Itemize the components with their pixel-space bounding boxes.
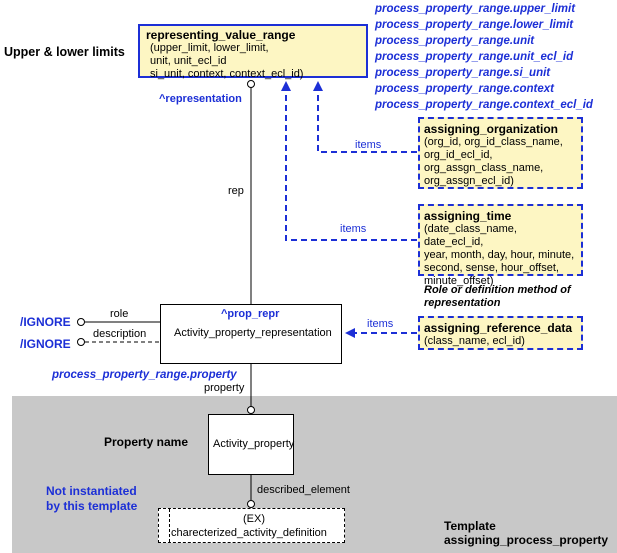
not-instantiated-line-2: by this template	[46, 499, 138, 513]
assigning-time-box[interactable]: assigning_time (date_class_name, date_ec…	[418, 204, 583, 287]
ignore-description-label: /IGNORE	[20, 337, 71, 351]
org-attr-1: (org_id, org_id_class_name,	[424, 136, 563, 148]
description-label: description	[93, 328, 147, 340]
prop-repr-ref: ^prop_repr	[221, 308, 280, 320]
path-context: process_property_range.context	[375, 83, 554, 95]
org-attr-3: org_assgn_class_name,	[424, 162, 544, 174]
path-lower-limit: process_property_range.lower_limit	[375, 19, 574, 31]
property-path-label: process_property_range.property	[52, 369, 237, 381]
cad-line-1: (EX)	[243, 513, 265, 525]
items-org-connector	[313, 81, 417, 153]
property-name-label: Property name	[104, 435, 189, 449]
time-attr-1: (date_class_name, date_ecl_id,	[424, 223, 517, 248]
rvr-attr-1: (upper_limit, lower_limit,	[150, 42, 269, 54]
described-element-circle	[247, 500, 255, 508]
ap-name: Activity_property	[213, 438, 295, 450]
characterized-activity-definition-box[interactable]: (EX) charecterized_activity_definition	[158, 508, 345, 543]
assigning-organization-box[interactable]: assigning_organization (org_id, org_id_c…	[418, 117, 583, 189]
org-title: assigning_organization	[424, 122, 559, 136]
activity-property-representation-box[interactable]: ^prop_repr Activity_property_representat…	[160, 304, 342, 364]
time-attr-4: minute_offset)	[424, 275, 494, 287]
items-label-time: items	[340, 223, 367, 235]
org-attr-2: org_id_ecl_id,	[424, 149, 493, 161]
role-label: role	[110, 308, 129, 320]
apr-name: Activity_property_representation	[174, 327, 332, 339]
rvr-attr-2: unit, unit_ecl_id	[150, 55, 227, 67]
time-title: assigning_time	[424, 209, 512, 223]
cad-line-2: charecterized_activity_definition	[171, 527, 327, 539]
path-si-unit: process_property_range.si_unit	[375, 67, 551, 79]
described-element-label: described_element	[257, 484, 350, 496]
time-attr-2: year, month, day, hour, minute,	[424, 249, 575, 261]
items-time-connector	[281, 81, 417, 241]
rep-label: rep	[228, 185, 244, 197]
description-end-circle	[77, 338, 85, 346]
role-end-circle	[77, 318, 85, 326]
template-label-line-2: assigning_process_property	[444, 533, 609, 547]
path-unit-ecl-id: process_property_range.unit_ecl_id	[375, 51, 574, 63]
role-note-line-1: Role or definition method of	[424, 284, 571, 296]
path-unit: process_property_range.unit	[375, 35, 535, 47]
rep-end-circle	[247, 80, 255, 88]
activity-property-box[interactable]: Activity_property	[208, 414, 294, 475]
template-label-line-1: Template	[444, 519, 496, 533]
path-upper-limit: process_property_range.upper_limit	[375, 3, 576, 15]
not-instantiated-line-1: Not instantiated	[46, 484, 137, 498]
refdata-title: assigning_reference_data	[424, 321, 573, 335]
items-label-org: items	[355, 139, 382, 151]
assigning-reference-data-box[interactable]: assigning_reference_data (class_name, ec…	[418, 316, 583, 350]
rvr-attr-3: si_unit, context, context_ecl_id)	[150, 68, 304, 80]
role-note-line-2: representation	[424, 297, 501, 309]
refdata-attr-1: (class_name, ecl_id)	[424, 335, 525, 347]
representation-ref: ^representation	[159, 93, 242, 105]
rvr-title: representing_value_range	[146, 28, 296, 42]
path-context-ecl-id: process_property_range.context_ecl_id	[375, 99, 593, 111]
items-label-refdata: items	[367, 318, 394, 330]
representing-value-range-box[interactable]: representing_value_range (upper_limit, l…	[138, 24, 368, 80]
time-attr-3: second, sense, hour_offset,	[424, 262, 559, 274]
upper-lower-limits-label: Upper & lower limits	[4, 45, 125, 59]
cad-divider	[169, 509, 170, 542]
property-label: property	[204, 382, 245, 394]
org-attr-4: org_assgn_ecl_id)	[424, 175, 514, 187]
ignore-role-label: /IGNORE	[20, 315, 71, 329]
property-end-circle	[247, 406, 255, 414]
